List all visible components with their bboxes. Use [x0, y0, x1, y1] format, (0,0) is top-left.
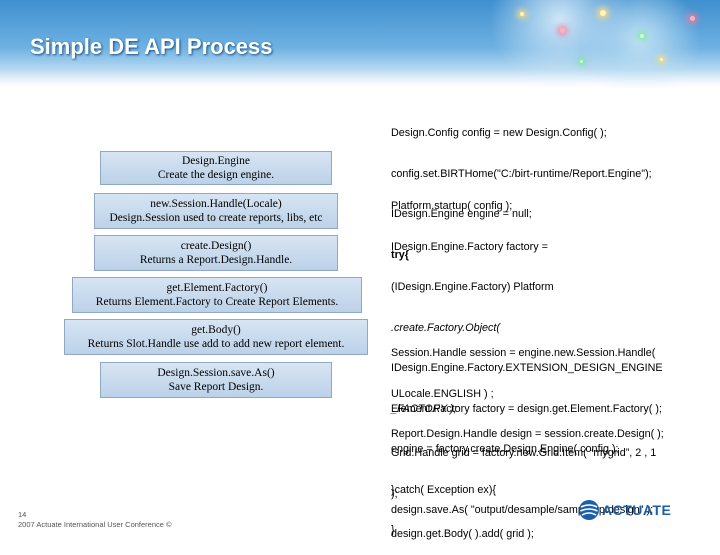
firework-spark — [640, 34, 644, 38]
logo-text: ACTUATE — [602, 502, 672, 518]
firework-spark — [690, 16, 695, 21]
firework-spark — [520, 12, 524, 16]
code-line: .create.Factory.Object( — [391, 321, 501, 334]
code-line: design.get.Body( ).add( grid ); — [391, 528, 534, 540]
step-box-new-session-handle: new.Session.Handle(Locale) Design.Sessio… — [94, 193, 338, 229]
actuate-globe-icon — [579, 500, 599, 520]
step-name: new.Session.Handle(Locale) — [150, 198, 282, 210]
step-box-get-element-factory: get.Element.Factory() Returns Element.Fa… — [72, 277, 362, 313]
code-line: _FACTORY ); — [391, 402, 457, 415]
code-line: } — [391, 524, 395, 536]
step-description: Save Report Design. — [168, 381, 264, 393]
firework-spark — [580, 60, 583, 63]
step-name: Design.Session.save.As() — [157, 367, 275, 379]
code-line: IDesign.Engine.Factory.EXTENSION_DESIGN_… — [391, 362, 663, 374]
page-number: 14 — [18, 510, 27, 519]
code-block-config: Design.Config config = new Design.Config… — [391, 100, 652, 276]
code-line: Report.Design.Handle design = session.cr… — [391, 428, 664, 440]
code-block-save: design.save.As( "output/desample/sample.… — [391, 477, 653, 531]
firework-spark — [660, 58, 663, 61]
firework-spark — [600, 10, 606, 16]
actuate-logo: ACTUATE — [578, 498, 694, 522]
step-box-get-body: get.Body() Returns Slot.Handle use add t… — [64, 319, 368, 355]
code-line: design.save.As( "output/desample/sample.… — [391, 504, 654, 516]
step-description: Returns a Report.Design.Handle. — [139, 254, 293, 266]
firework-spark — [560, 28, 565, 33]
conference-credit: 2007 Actuate International User Conferen… — [18, 520, 172, 529]
step-box-design-engine: Design.Engine Create the design engine. — [100, 151, 332, 185]
code-line: Design.Config config = new Design.Config… — [391, 127, 607, 139]
step-description: Returns Element.Factory to Create Report… — [95, 296, 339, 308]
step-box-create-design: create.Design() Returns a Report.Design.… — [94, 235, 338, 271]
slide-title: Simple DE API Process — [30, 34, 273, 59]
slide-footer: 14 2007 Actuate International User Confe… — [18, 510, 172, 530]
code-block-session: Session.Handle session = engine.new.Sess… — [391, 320, 664, 455]
code-line: ); — [391, 487, 398, 500]
step-name: Design.Engine — [181, 155, 251, 167]
code-line: Element.Factory factory = design.get.Ele… — [391, 403, 662, 415]
banner-fade — [0, 70, 720, 100]
step-box-save-as: Design.Session.save.As() Save Report Des… — [100, 362, 332, 398]
code-line: IDesign.Engine.Factory factory = — [391, 240, 548, 253]
code-line: Session.Handle session = engine.new.Sess… — [391, 347, 656, 359]
code-line: engine = factory.create.Design.Engine( c… — [391, 443, 619, 455]
step-name: get.Body() — [191, 324, 241, 336]
code-line: (IDesign.Engine.Factory) Platform — [391, 281, 554, 293]
code-line: ULocale.ENGLISH ) ; — [391, 387, 494, 400]
step-name: get.Element.Factory() — [166, 282, 268, 294]
step-name: create.Design() — [180, 240, 252, 252]
code-block-element-factory: Element.Factory factory = design.get.Ele… — [391, 376, 662, 430]
code-block-engine-factory: Platform.startup( config ); IDesign.Engi… — [391, 173, 663, 551]
code-line: Grid.Handle grid = factory.new.Grid.Item… — [391, 447, 657, 459]
code-block-grid: Grid.Handle grid = factory.new.Grid.Item… — [391, 420, 656, 555]
code-line: IDesign.Engine engine = null; — [391, 208, 532, 220]
code-line: }catch( Exception ex){ — [391, 483, 497, 496]
code-line: config.set.BIRTHome("C:/birt-runtime/Rep… — [391, 167, 652, 180]
step-description: Design.Session used to create reports, l… — [109, 212, 323, 224]
step-description: Create the design engine. — [157, 169, 275, 181]
code-line: try{ — [391, 248, 410, 261]
code-line: Platform.startup( config ); — [391, 200, 513, 212]
step-description: Returns Slot.Handle use add to add new r… — [87, 338, 345, 350]
